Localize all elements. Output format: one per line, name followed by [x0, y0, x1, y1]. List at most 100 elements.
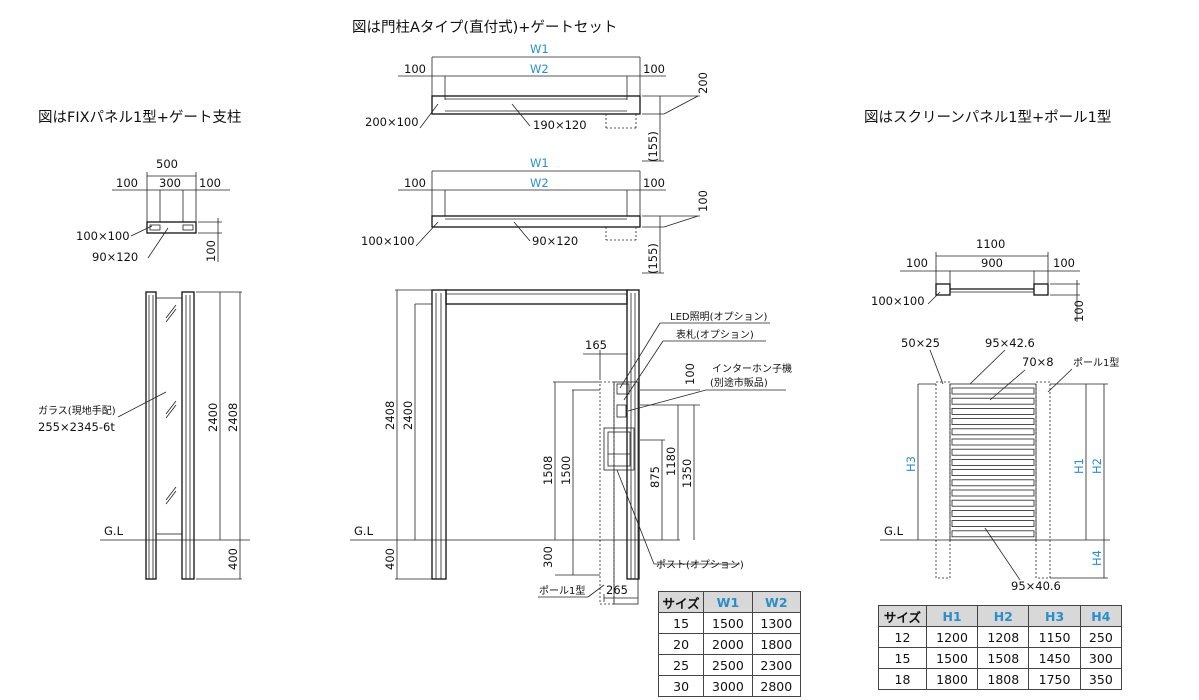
- w1-label: W1: [530, 42, 549, 56]
- table-cell: 1500: [703, 612, 753, 634]
- dim-900: 900: [981, 256, 1003, 270]
- glass-label: ガラス(現地手配): [38, 404, 116, 417]
- gl-label-right: G.L: [884, 524, 904, 538]
- dim-100-side: 100: [204, 240, 218, 262]
- table-cell: 1508: [977, 647, 1030, 669]
- table-cell: 1800: [751, 633, 802, 655]
- dim-155-bottom: (155): [646, 243, 660, 274]
- w1-label-2: W1: [530, 156, 549, 170]
- section-100x100-r: 100×100: [871, 294, 925, 308]
- table-cell: 2500: [703, 654, 753, 676]
- section-90x120: 90×120: [92, 250, 138, 264]
- th-size: サイズ: [657, 591, 705, 613]
- glass-size: 255×2345-6t: [38, 420, 115, 434]
- dim-1350: 1350: [680, 459, 694, 488]
- table-cell: 250: [1079, 626, 1123, 648]
- w2-label-2: W2: [530, 176, 549, 190]
- dim-100-right: 100: [199, 176, 221, 190]
- screen-slat: [951, 509, 1035, 517]
- nameplate-option: 表札(オプション): [676, 328, 754, 341]
- section-100x100-c: 100×100: [361, 234, 415, 248]
- section-90x120-c: 90×120: [532, 234, 578, 248]
- section-200x100: 200×100: [365, 115, 419, 129]
- dim-875: 875: [648, 466, 662, 488]
- gl-label-left: G.L: [104, 524, 124, 538]
- table-cell: 1450: [1028, 647, 1081, 669]
- table-cell: 18: [878, 668, 927, 690]
- left-elevation: ガラス(現地手配) 255×2345-6t 2400 2408 G.L 400: [38, 291, 250, 580]
- dim-1508: 1508: [541, 456, 555, 485]
- center-top-beam-1: W1 W2 100 100 200 (155) 200×100 190×120: [365, 42, 710, 162]
- dim-400-c: 400: [383, 548, 397, 570]
- h2-label: H2: [1090, 458, 1104, 474]
- post-option: ポスト(オプション): [656, 559, 744, 571]
- screen-slat: [951, 428, 1035, 436]
- dim-100-side-r: 100: [1072, 300, 1086, 322]
- table-cell: 3000: [703, 675, 753, 697]
- th-w1: W1: [703, 591, 753, 613]
- table-cell: 20: [657, 633, 705, 655]
- gl-label-center: G.L: [354, 524, 374, 538]
- h1-label: H1: [1072, 458, 1086, 474]
- intercom-label: インターホン子機: [712, 362, 792, 375]
- dim-300-c: 300: [541, 546, 555, 568]
- h3-label: H3: [904, 456, 918, 472]
- table-header-row: サイズ H1 H2 H3 H4: [878, 605, 1123, 627]
- screen-slat: [951, 458, 1035, 466]
- pole-label-c: ポール1型: [539, 584, 585, 597]
- dim-100-rr: 100: [1053, 256, 1075, 270]
- center-top-beam-2: W1 W2 100 100 100 (155) 100×100 90×120: [361, 156, 710, 274]
- screen-slat: [951, 489, 1035, 497]
- screen-slats: [951, 387, 1035, 538]
- table-cell: 2300: [751, 654, 802, 676]
- section-95x406: 95×40.6: [1011, 579, 1061, 593]
- table-cell: 1750: [1028, 668, 1081, 690]
- dim-100-tl: 100: [404, 62, 426, 76]
- table-cell: 15: [657, 612, 705, 634]
- dim-2400-c: 2400: [401, 401, 415, 430]
- dim-2408-c: 2408: [383, 401, 397, 430]
- screen-slat: [951, 469, 1035, 477]
- table-cell: 300: [1079, 647, 1123, 669]
- dim-200: 200: [696, 72, 710, 94]
- dim-1100: 1100: [976, 237, 1005, 251]
- table-cell: 1808: [977, 668, 1030, 690]
- right-elevation: 50×25 95×42.6 70×8 ポール1型 H3 H1 H2 G.L H4…: [880, 336, 1119, 593]
- table-cell: 350: [1079, 668, 1123, 690]
- dim-100-left: 100: [116, 176, 138, 190]
- table-cell: 2800: [751, 675, 802, 697]
- screen-slat: [951, 418, 1035, 426]
- dim-1180: 1180: [664, 447, 678, 476]
- table-cell: 1150: [1028, 626, 1081, 648]
- title-center: 図は門柱Aタイプ(直付式)+ゲートセット: [352, 19, 617, 36]
- led-option: LED照明(オプション): [670, 311, 767, 323]
- table-cell: 2000: [703, 633, 753, 655]
- screen-slat: [951, 499, 1035, 507]
- screen-slat: [951, 407, 1035, 415]
- screen-slat: [951, 520, 1035, 527]
- dim-100-c: 100: [683, 363, 697, 385]
- screen-slat: [951, 479, 1035, 487]
- th-size: サイズ: [878, 605, 927, 627]
- dim-155-top: (155): [646, 131, 660, 162]
- section-70x8: 70×8: [1022, 355, 1054, 369]
- table-cell: 1200: [925, 626, 979, 648]
- screen-slat: [951, 397, 1035, 405]
- th-h2: H2: [977, 605, 1030, 627]
- dim-265: 265: [606, 583, 628, 597]
- th-h4: H4: [1079, 605, 1123, 627]
- th-h1: H1: [925, 605, 979, 627]
- dim-100-side-2: 100: [696, 190, 710, 212]
- screen-slat: [951, 438, 1035, 446]
- dim-165: 165: [585, 338, 607, 352]
- dim-300: 300: [159, 176, 181, 190]
- pole-label-r: ポール1型: [1073, 356, 1119, 369]
